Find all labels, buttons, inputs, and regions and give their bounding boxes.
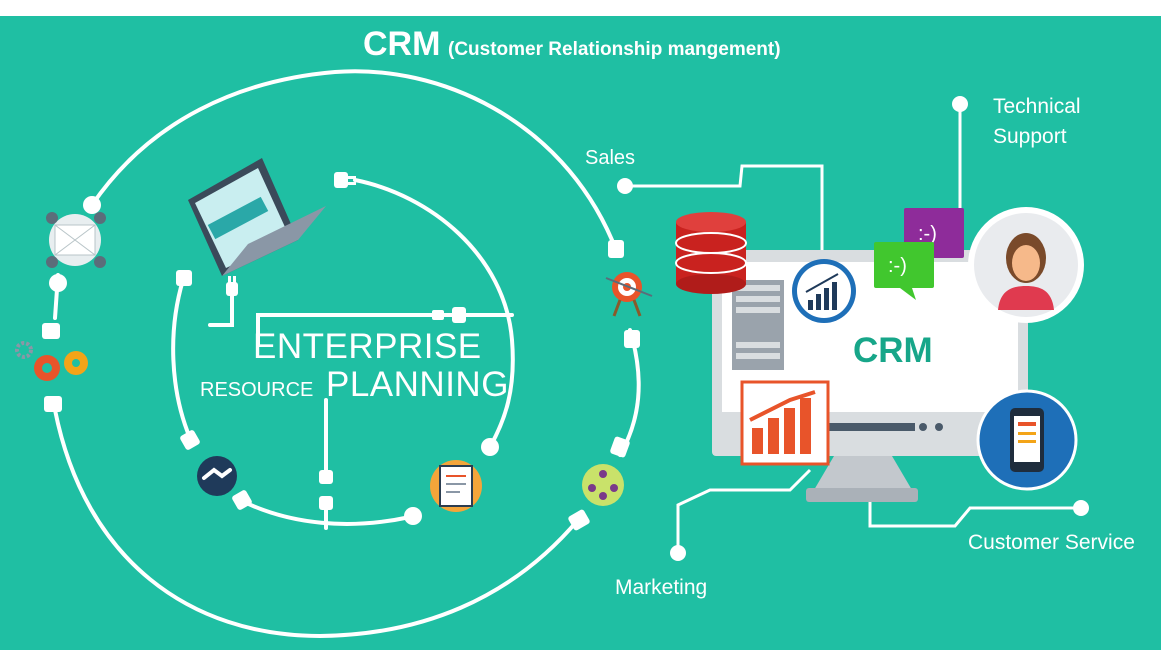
title-subtitle: (Customer Relationship mangement)	[448, 39, 781, 60]
title-main: CRM	[363, 25, 440, 63]
chat-bubble-icon: :-)	[874, 242, 934, 300]
chat-purple-text: :-)	[918, 223, 937, 245]
bar-chart-icon	[740, 380, 830, 466]
inner-ring	[171, 178, 515, 530]
erp-planning: PLANNING	[326, 365, 509, 404]
gears-icon	[15, 341, 88, 381]
smartphone-icon	[976, 389, 1078, 491]
meeting-table-icon	[46, 212, 106, 268]
monitor-crm-label: CRM	[853, 331, 933, 370]
chat-green-text: :-)	[888, 255, 907, 277]
tech-support-node	[952, 96, 968, 112]
plug-icon	[180, 430, 499, 525]
laptop-icon	[188, 158, 326, 276]
sales-label: Sales	[585, 147, 635, 169]
avatar-icon	[968, 207, 1084, 323]
network-icon	[582, 464, 624, 506]
crm-connectors	[625, 104, 1081, 552]
document-icon	[430, 460, 482, 512]
erp-resource: RESOURCE	[200, 379, 313, 401]
technical-support-label-2: Support	[993, 125, 1067, 148]
marketing-node	[670, 545, 686, 561]
growth-chart-icon	[792, 259, 856, 323]
plug-icon	[176, 270, 238, 296]
plug-icon	[334, 172, 356, 188]
technical-support-label-1: Technical	[993, 95, 1081, 118]
marketing-label: Marketing	[615, 576, 707, 599]
plug-icon	[42, 196, 640, 531]
customer-service-label: Customer Service	[968, 531, 1135, 554]
document-stack	[732, 280, 784, 370]
handshake-icon	[197, 456, 237, 496]
target-icon	[605, 272, 653, 317]
erp-enterprise: ENTERPRISE	[253, 327, 482, 366]
customer-service-node	[1073, 500, 1089, 516]
sales-node	[617, 178, 633, 194]
plug-icon	[432, 307, 466, 323]
database-icon	[675, 212, 747, 294]
